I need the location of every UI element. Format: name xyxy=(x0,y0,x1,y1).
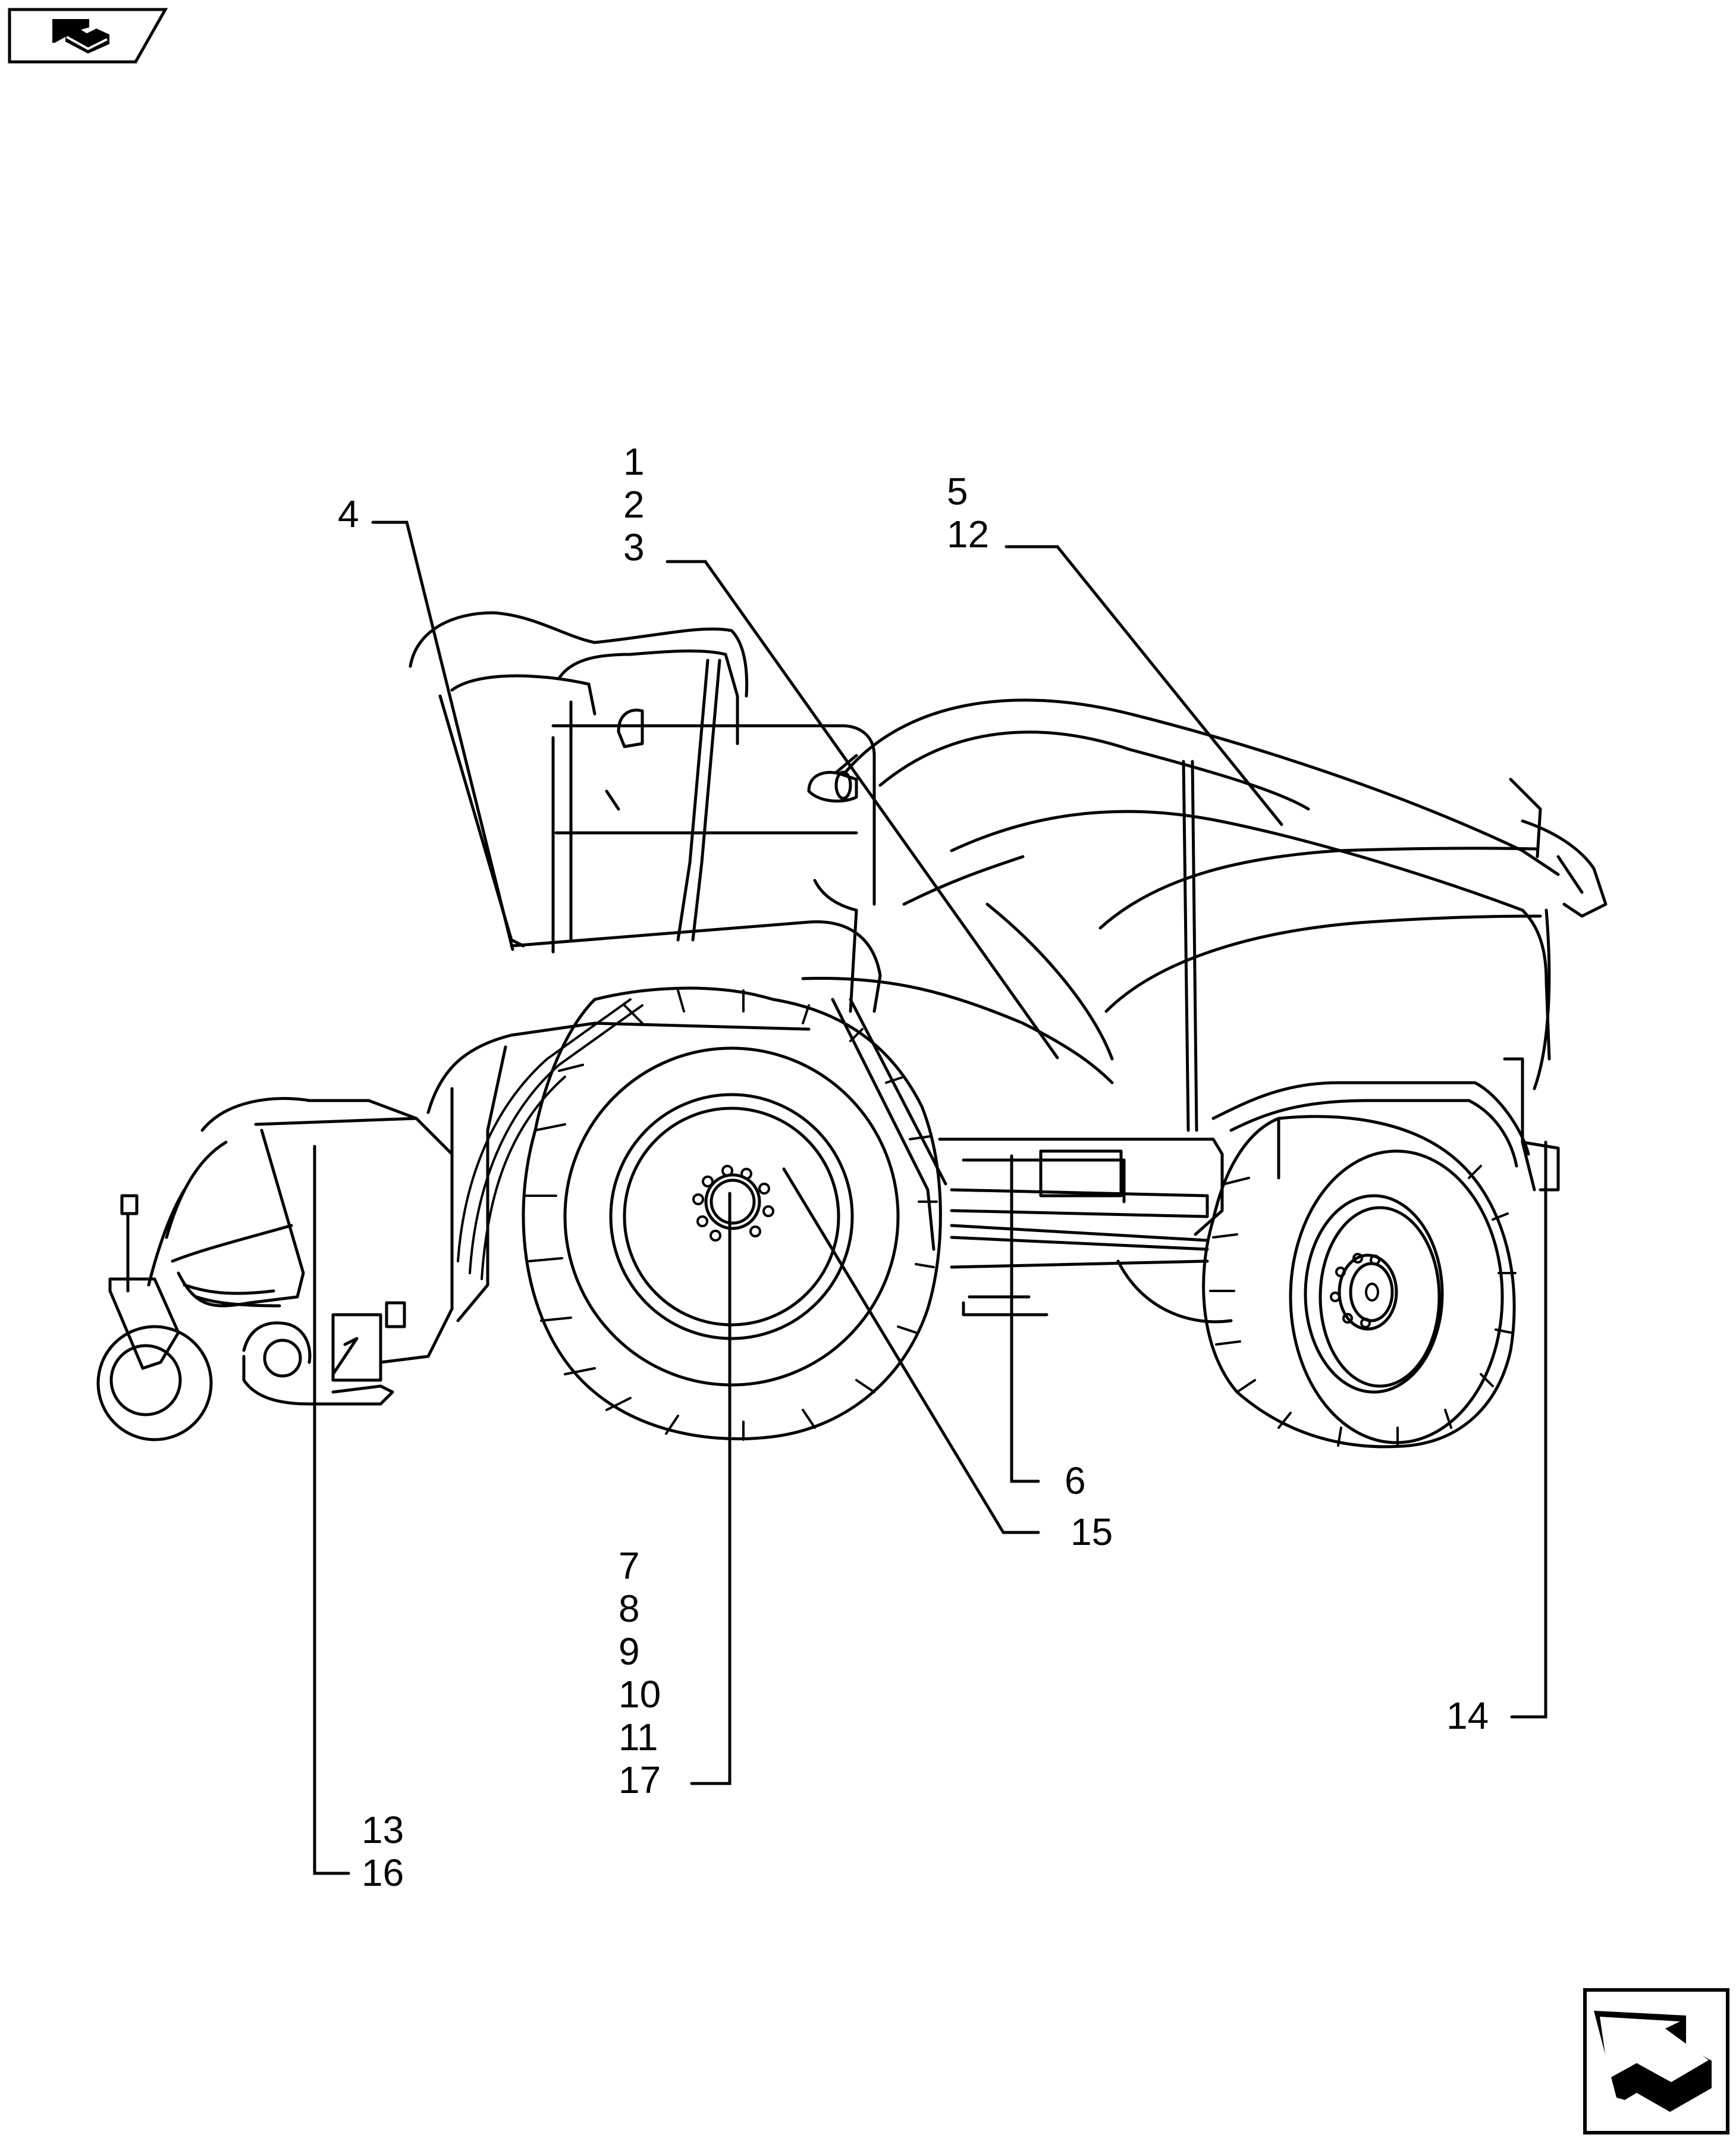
callout-number: 9 xyxy=(619,1630,640,1673)
engine-hood xyxy=(801,698,1608,1132)
operator-cab xyxy=(409,611,882,1013)
leader-5-12 xyxy=(1004,545,1283,826)
leader-13-16 xyxy=(313,1145,350,1875)
callout-number: 16 xyxy=(362,1851,404,1894)
callout-number: 10 xyxy=(619,1673,661,1716)
callout-number: 4 xyxy=(338,493,359,535)
callout-number: 6 xyxy=(1065,1459,1086,1502)
hydraulic-hoses xyxy=(457,998,643,1280)
callout-number: 1 xyxy=(623,440,645,483)
callout-7-17: 7 8 9 10 11 17 xyxy=(619,1544,661,1801)
callout-6: 6 xyxy=(1065,1459,1086,1502)
callout-number: 7 xyxy=(619,1544,640,1587)
callout-14: 14 xyxy=(1446,1694,1489,1737)
callout-4: 4 xyxy=(338,493,359,535)
leader-15 xyxy=(782,1167,1040,1534)
callout-number: 15 xyxy=(1071,1510,1113,1553)
leader-1-2-3 xyxy=(665,560,1059,1060)
callout-15: 15 xyxy=(1071,1510,1113,1553)
callout-5-12: 5 12 xyxy=(947,470,989,556)
callout-1-2-3: 1 2 3 xyxy=(623,440,645,569)
previous-page-arrow-icon[interactable] xyxy=(0,0,178,71)
rear-wheel xyxy=(1202,1115,1517,1449)
callout-number: 14 xyxy=(1446,1694,1489,1737)
callout-number: 2 xyxy=(623,483,645,526)
leader-7-17 xyxy=(690,1192,732,1785)
leader-6 xyxy=(1010,1154,1040,1483)
callout-number: 13 xyxy=(362,1808,404,1851)
callout-number: 8 xyxy=(619,1587,640,1630)
front-body xyxy=(426,998,1560,1324)
next-page-arrow-icon[interactable] xyxy=(1582,1987,1731,2136)
callout-number: 11 xyxy=(619,1716,658,1759)
callout-number: 12 xyxy=(947,513,990,556)
leader-lines xyxy=(313,521,1547,1875)
callout-13-16: 13 16 xyxy=(362,1808,404,1894)
front-wheel xyxy=(522,986,942,1441)
leader-14 xyxy=(1510,1140,1547,1719)
leader-4 xyxy=(371,521,514,951)
callout-number: 17 xyxy=(619,1759,661,1801)
callout-number: 3 xyxy=(623,526,645,569)
header-assembly xyxy=(96,1097,454,1441)
callout-number: 5 xyxy=(947,470,968,513)
